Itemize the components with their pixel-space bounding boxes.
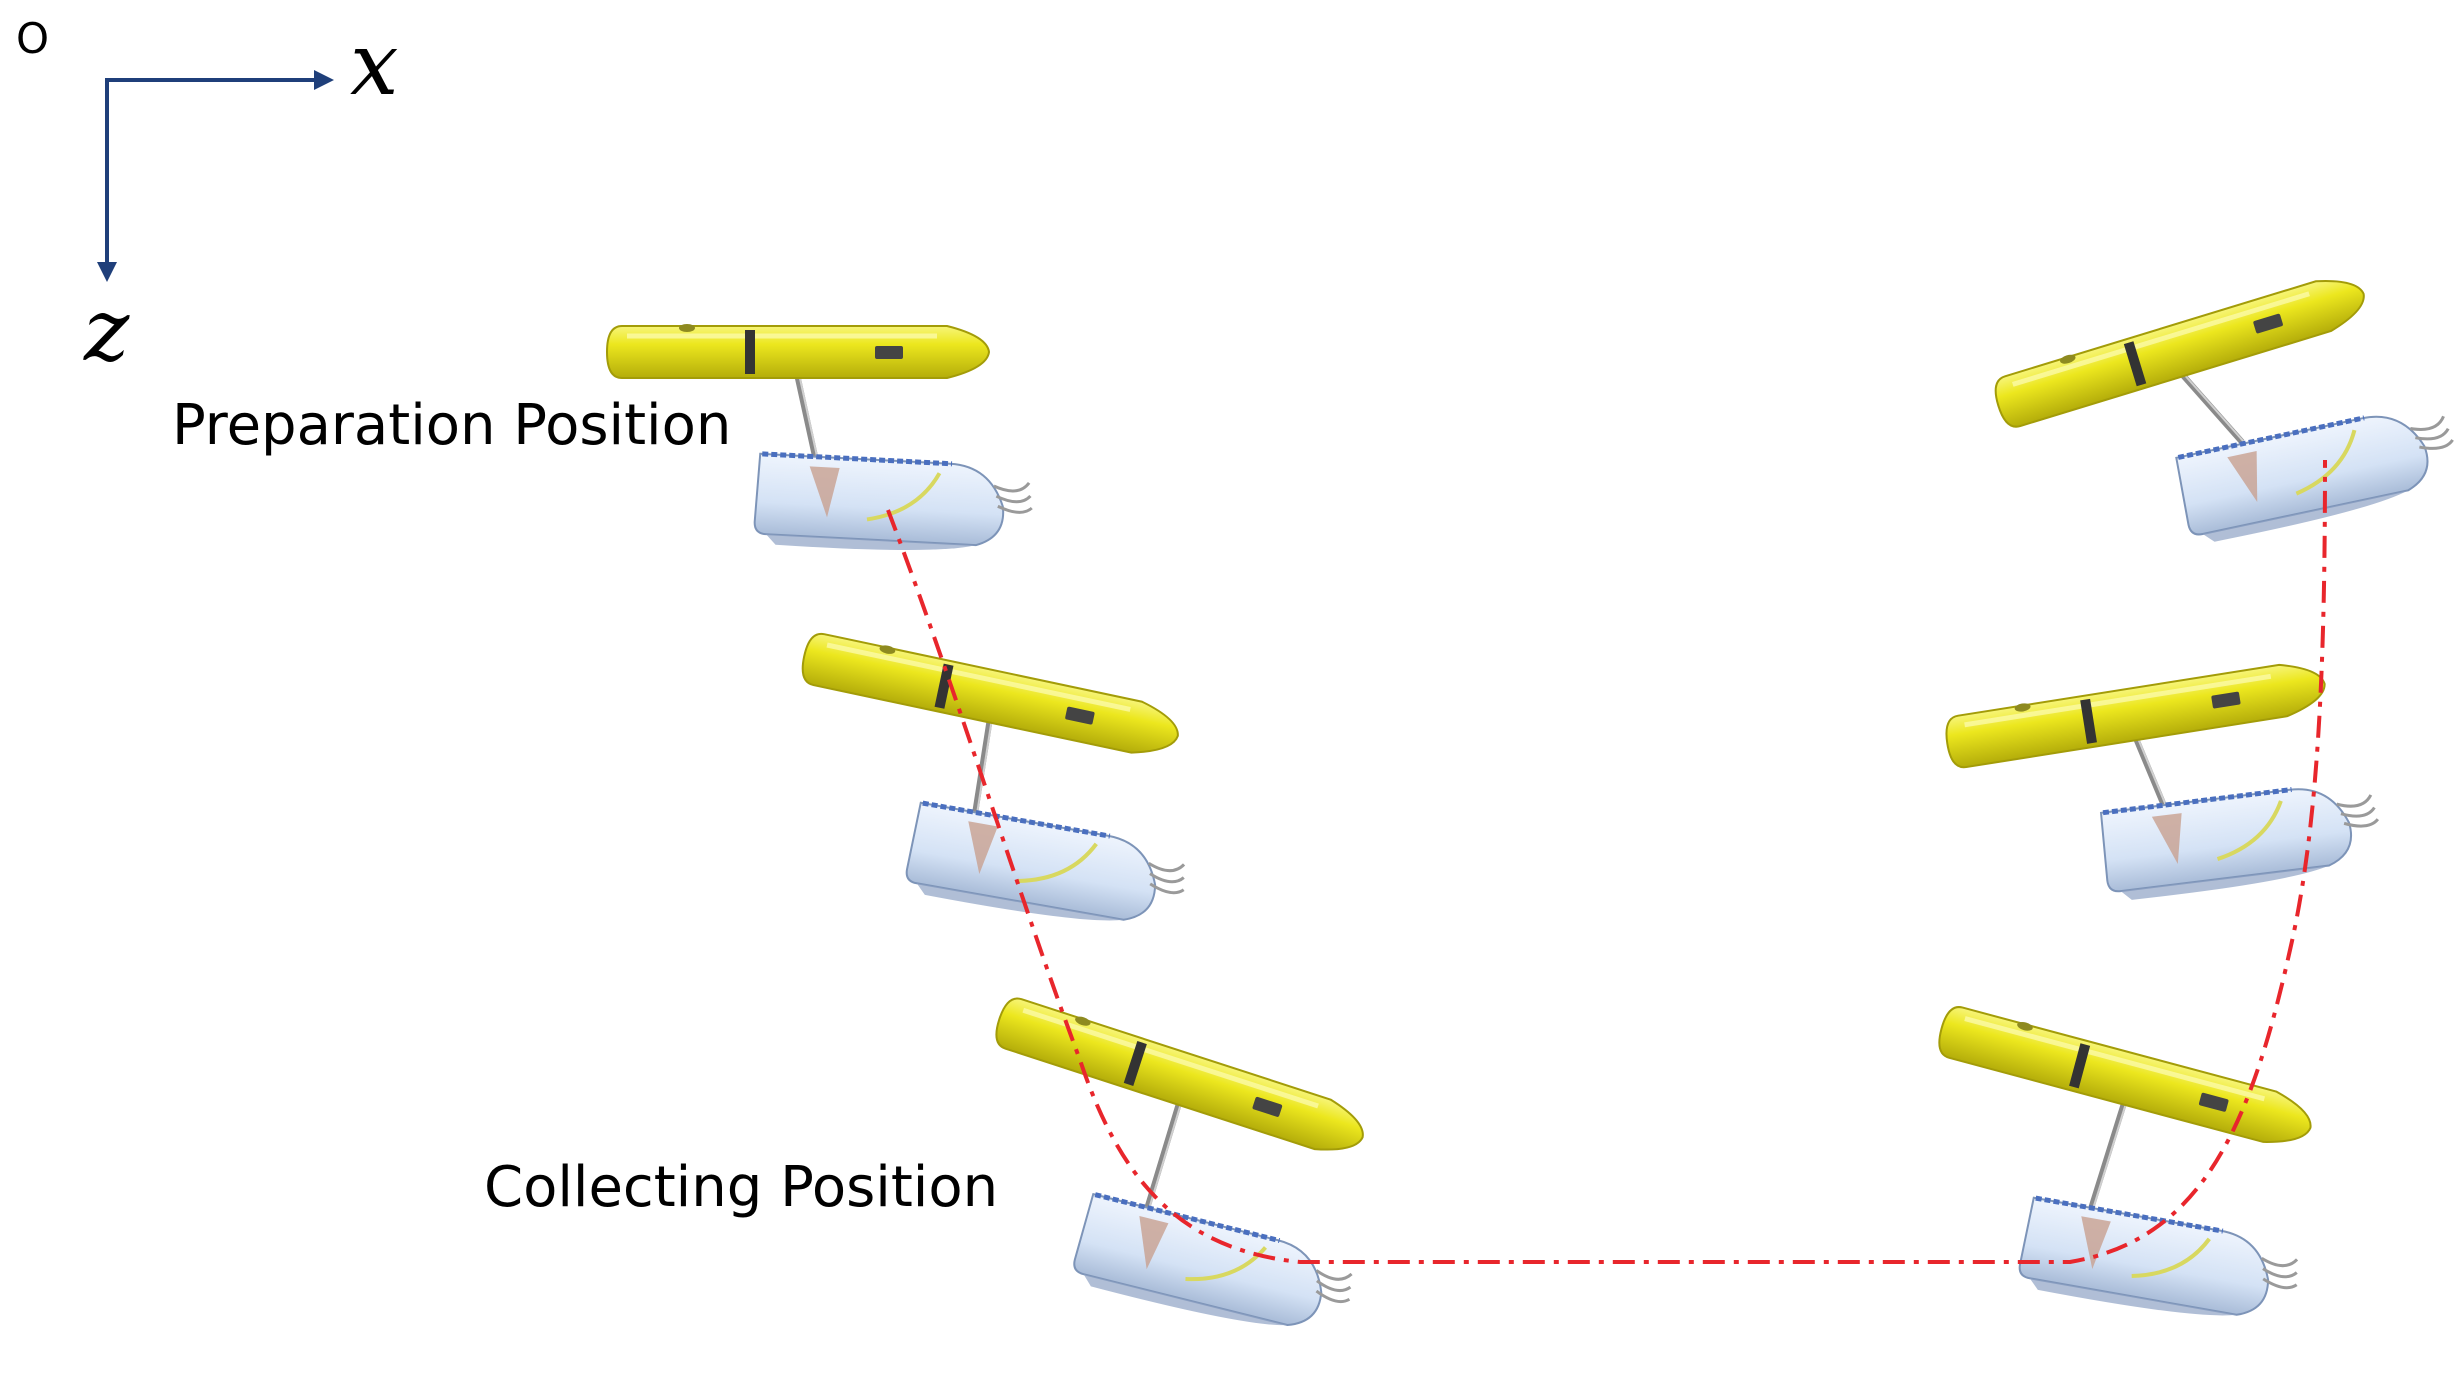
float-sensor-icon	[2198, 1092, 2229, 1112]
float-unit	[801, 632, 1179, 754]
float-highlight	[1964, 673, 2272, 728]
float-body	[1994, 280, 2365, 428]
float-vent-icon	[1075, 1016, 1091, 1026]
float-highlight	[826, 642, 1131, 712]
float-band	[2123, 341, 2147, 387]
collector-hose	[2295, 429, 2357, 496]
collector-shadow	[916, 883, 1124, 921]
float-sensor-icon	[875, 346, 903, 359]
origin-label: O	[16, 14, 50, 63]
collector-inlet-icon	[2081, 1216, 2111, 1270]
strut-highlight	[2181, 371, 2245, 443]
float-vent-icon	[2017, 1021, 2033, 1031]
collector-shadow	[2202, 490, 2409, 542]
connecting-strut	[2177, 370, 2245, 444]
collector-brush-icon	[2410, 415, 2454, 450]
collecting-position-label: Collecting Position	[484, 1155, 999, 1220]
float-body	[605, 325, 991, 379]
x-axis-label: x	[350, 15, 399, 115]
float-body	[1945, 663, 2326, 769]
float-vent-icon	[679, 324, 695, 332]
collector-brush-icon	[2260, 1256, 2299, 1290]
collector-unit	[753, 451, 1033, 550]
connecting-strut	[2132, 734, 2168, 810]
float-unit	[1938, 1006, 2312, 1143]
collector-unit	[905, 800, 1186, 921]
collector-brush-icon	[2336, 794, 2380, 828]
collector-hose	[2216, 800, 2283, 861]
collector-inlet-icon	[2151, 813, 2182, 864]
collector-inlet-icon	[968, 821, 998, 875]
coordinate-axes	[97, 70, 334, 282]
collector-shadow	[766, 534, 976, 550]
float-highlight	[1964, 1016, 2266, 1102]
collector-body	[2018, 1196, 2270, 1316]
vehicle-pose	[801, 632, 1186, 921]
z-axis-label: z	[84, 281, 130, 381]
trajectory-path	[886, 459, 2327, 1264]
collector-top-edge	[2177, 415, 2365, 460]
collector-shadow	[2120, 865, 2330, 900]
vehicle-pose	[995, 997, 1364, 1327]
collector-top-edge	[922, 800, 1111, 839]
collector-brush-icon	[993, 481, 1033, 514]
vehicle-pose	[1938, 1006, 2312, 1316]
collector-hose	[866, 472, 942, 522]
strut-highlight	[2136, 735, 2168, 809]
float-unit	[1994, 280, 2365, 428]
collector-top-edge	[762, 451, 953, 467]
collector-unit	[2175, 415, 2454, 542]
collector-body	[905, 801, 1157, 921]
collector-body	[753, 452, 1005, 547]
collector-unit	[2018, 1195, 2299, 1316]
collector-inlet-icon	[2227, 450, 2258, 502]
collector-unit	[2099, 787, 2380, 900]
collector-body	[2175, 415, 2429, 536]
collector-unit	[1073, 1192, 1353, 1327]
collector-hose	[1018, 842, 1098, 883]
float-vent-icon	[879, 645, 896, 654]
float-band	[2080, 698, 2097, 744]
collector-body	[2099, 788, 2353, 893]
float-vent-icon	[2060, 354, 2076, 364]
collector-top-edge	[2035, 1195, 2224, 1234]
float-band	[2069, 1043, 2091, 1089]
float-band	[934, 663, 954, 709]
collector-brush-icon	[1147, 861, 1186, 895]
strut-highlight	[798, 373, 821, 471]
collector-hose	[2131, 1237, 2211, 1278]
collector-shadow	[2029, 1278, 2237, 1316]
float-unit	[605, 324, 991, 379]
vehicle-pose	[605, 324, 1033, 550]
float-unit	[995, 997, 1364, 1151]
collector-top-edge	[1094, 1192, 1281, 1244]
float-sensor-icon	[1252, 1096, 1283, 1117]
float-unit	[1945, 663, 2326, 769]
float-sensor-icon	[2211, 691, 2241, 709]
vehicle-pose	[1994, 280, 2454, 542]
float-band	[1123, 1041, 1147, 1086]
connecting-strut	[794, 373, 821, 471]
collector-inlet-icon	[809, 466, 840, 518]
float-highlight	[2012, 291, 2310, 387]
float-vent-icon	[2014, 703, 2031, 712]
float-sensor-icon	[2253, 313, 2283, 334]
collector-shadow	[1083, 1274, 1288, 1326]
collector-body	[1073, 1192, 1323, 1327]
vehicle-pose	[1945, 663, 2380, 900]
collector-brush-icon	[1315, 1269, 1353, 1304]
float-highlight	[1022, 1007, 1319, 1109]
vehicle-poses	[605, 280, 2454, 1327]
collector-inlet-icon	[1139, 1215, 1169, 1270]
collector-top-edge	[2102, 787, 2292, 816]
float-band	[745, 330, 755, 374]
preparation-position-label: Preparation Position	[172, 393, 732, 458]
float-sensor-icon	[1065, 706, 1095, 725]
